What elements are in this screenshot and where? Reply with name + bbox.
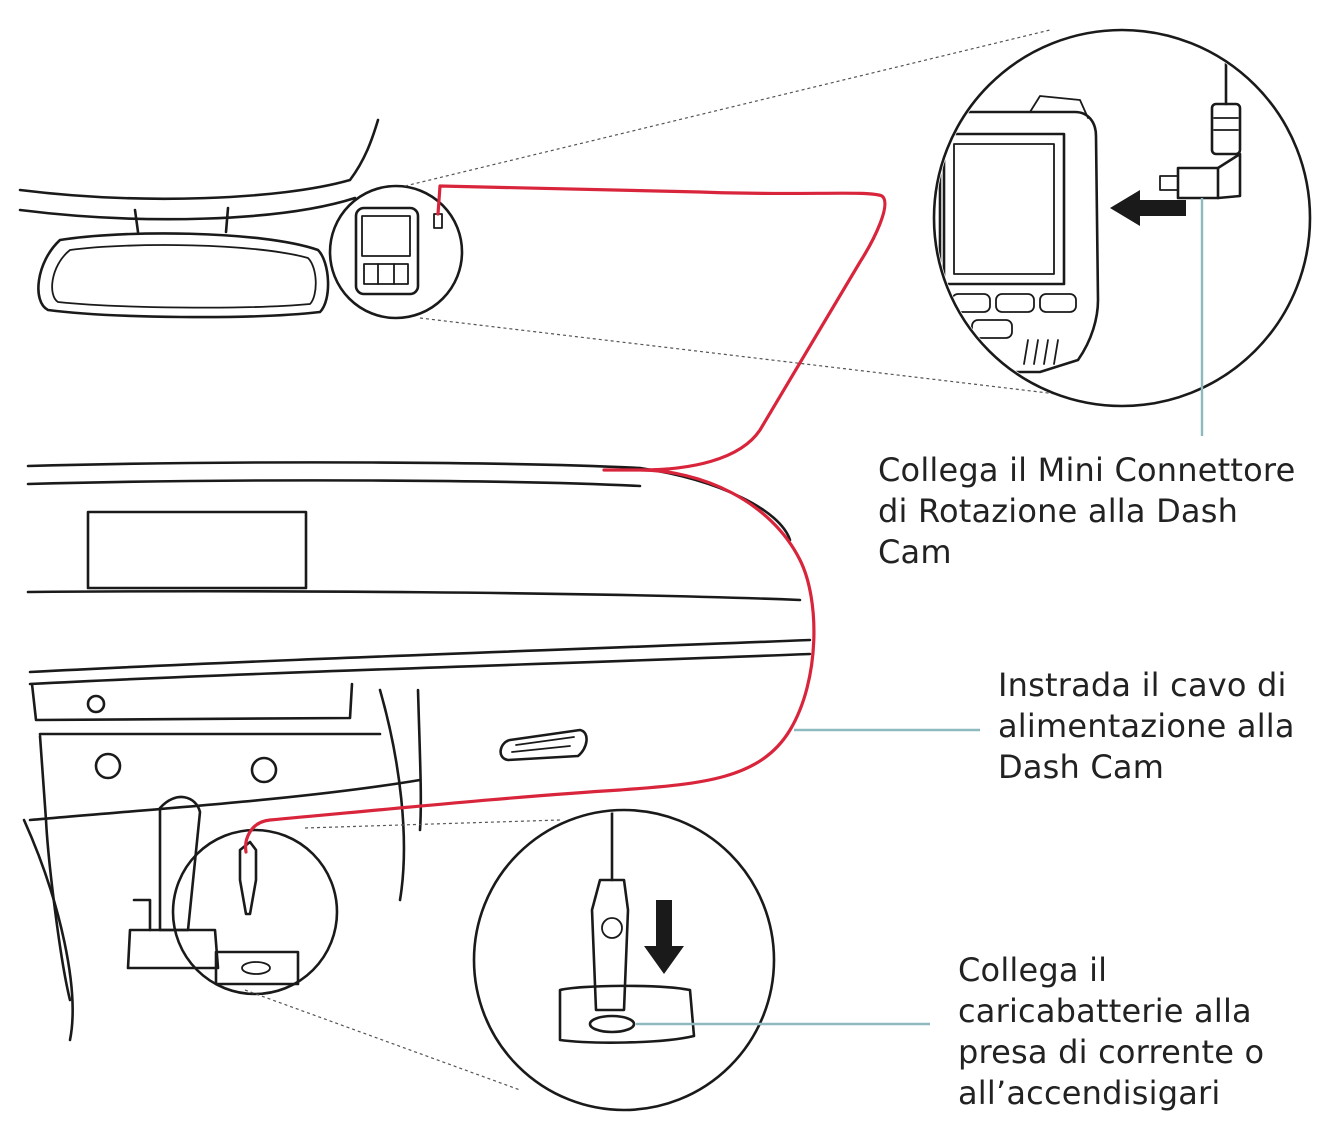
dashcam-zoom-view <box>934 30 1310 406</box>
callout-route-cable: Instrada il cavo di alimentazione alla D… <box>998 665 1295 788</box>
callout-line: all’accendisigari <box>958 1073 1264 1114</box>
charger-zoom-view <box>474 810 774 1110</box>
callout-line: caricabatterie alla <box>958 991 1264 1032</box>
callout-connect-charger: Collega il caricabatterie alla presa di … <box>958 950 1264 1114</box>
callout-line: alimentazione alla <box>998 706 1295 747</box>
socket-small-view <box>173 830 337 994</box>
gear-shifter <box>128 797 218 968</box>
callout-line: Collega il <box>958 950 1264 991</box>
rear-view-mirror <box>20 120 378 317</box>
callout-line: Cam <box>878 532 1295 573</box>
callout-connect-camera: Collega il Mini Connettore di Rotazione … <box>878 450 1295 573</box>
callout-line: Collega il Mini Connettore <box>878 450 1295 491</box>
callout-line: Dash Cam <box>998 747 1295 788</box>
callout-line: Instrada il cavo di <box>998 665 1295 706</box>
dashcam-small-view <box>330 186 462 318</box>
callout-line: presa di corrente o <box>958 1032 1264 1073</box>
callout-line: di Rotazione alla Dash <box>878 491 1295 532</box>
